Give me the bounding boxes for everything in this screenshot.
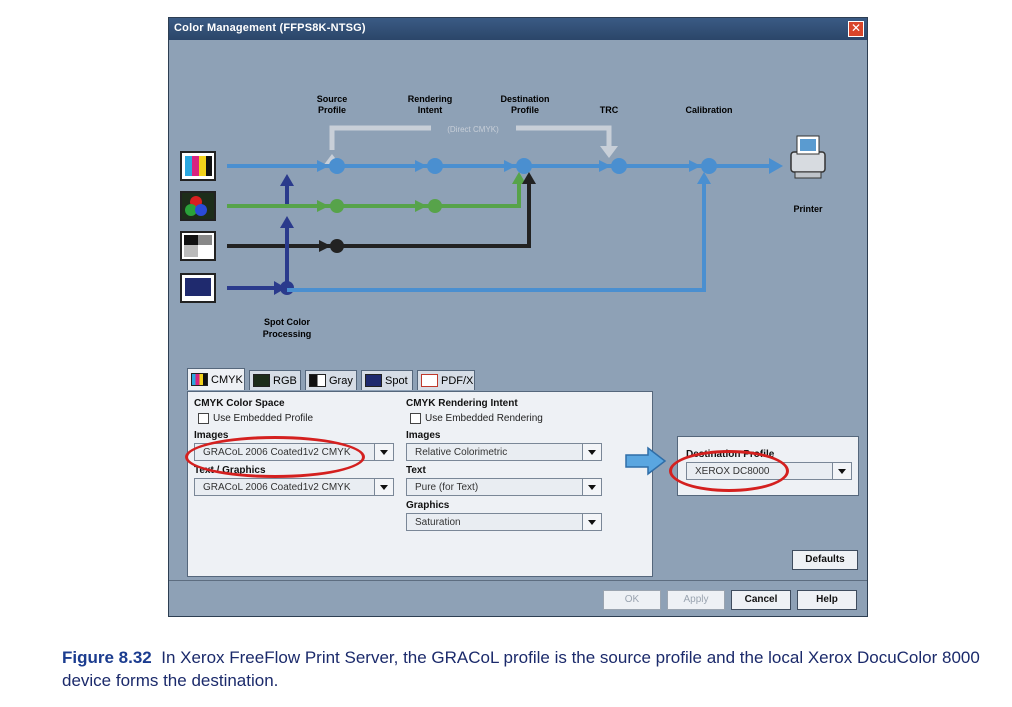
rgb-icon bbox=[253, 374, 270, 387]
spot-source-icon[interactable] bbox=[180, 273, 216, 303]
cmyk-source-icon[interactable] bbox=[180, 151, 216, 181]
images-source-highlight bbox=[185, 436, 365, 478]
gray-to-destination-path bbox=[337, 180, 531, 248]
intent-images-select[interactable]: Relative Colorimetric bbox=[406, 443, 602, 461]
text-graphics-source-select[interactable]: GRACoL 2006 Coated1v2 CMYK bbox=[194, 478, 394, 496]
direct-cmyk-label-bg bbox=[431, 122, 516, 134]
button-separator bbox=[169, 580, 867, 581]
cmyk-icon bbox=[191, 373, 208, 386]
stage-calibration-label: Calibration bbox=[685, 105, 732, 115]
intent-graphics-value: Saturation bbox=[415, 517, 461, 528]
spot-label-1: Spot Color bbox=[264, 317, 310, 327]
stage-source-label-2: Profile bbox=[318, 105, 346, 115]
tab-spot-label: Spot bbox=[385, 374, 408, 387]
intent-images-value: Relative Colorimetric bbox=[415, 447, 508, 458]
defaults-button[interactable]: Defaults bbox=[792, 550, 858, 570]
chevron-down-icon[interactable] bbox=[374, 444, 393, 460]
rgb-source-icon[interactable] bbox=[180, 191, 216, 221]
rendering-intent-heading: CMYK Rendering Intent bbox=[406, 398, 518, 409]
chevron-down-icon[interactable] bbox=[582, 479, 601, 495]
pdfx-icon bbox=[421, 374, 438, 387]
intent-graphics-label: Graphics bbox=[406, 500, 450, 511]
tab-cmyk-label: CMYK bbox=[211, 373, 243, 386]
intent-graphics-select[interactable]: Saturation bbox=[406, 513, 602, 531]
calibration-node bbox=[701, 158, 717, 174]
tab-spot[interactable]: Spot bbox=[361, 370, 413, 390]
rgb-source-node bbox=[330, 199, 344, 213]
use-embedded-profile-checkbox[interactable]: Use Embedded Profile bbox=[198, 413, 313, 424]
chevron-down-icon[interactable] bbox=[582, 514, 601, 530]
cmyk-destination-node bbox=[516, 158, 532, 174]
images-label: Images bbox=[194, 430, 229, 441]
gray-icon bbox=[309, 374, 326, 387]
cmyk-source-node bbox=[329, 158, 345, 174]
intent-text-select[interactable]: Pure (for Text) bbox=[406, 478, 602, 496]
intent-images-label: Images bbox=[406, 430, 441, 441]
color-flow-diagram: Source Profile Rendering Intent Destinat… bbox=[180, 94, 826, 339]
tab-pdfx[interactable]: PDF/X bbox=[417, 370, 475, 390]
chevron-down-icon[interactable] bbox=[582, 444, 601, 460]
title-bar: Color Management (FFPS8K-NTSG) ✕ bbox=[169, 18, 867, 40]
color-space-heading: CMYK Color Space bbox=[194, 398, 285, 409]
tab-gray-label: Gray bbox=[329, 374, 353, 387]
spot-icon bbox=[365, 374, 382, 387]
cancel-button[interactable]: Cancel bbox=[731, 590, 791, 610]
stage-trc-label: TRC bbox=[600, 105, 619, 115]
cmyk-rendering-node bbox=[427, 158, 443, 174]
text-graphics-source-value: GRACoL 2006 Coated1v2 CMYK bbox=[203, 482, 351, 493]
color-management-dialog: Color Management (FFPS8K-NTSG) ✕ Source … bbox=[168, 17, 868, 617]
direct-cmyk-label: (Direct CMYK) bbox=[447, 125, 499, 134]
figure-caption-text: In Xerox FreeFlow Print Server, the GRAC… bbox=[62, 648, 980, 690]
stage-source-label-1: Source bbox=[317, 94, 348, 104]
to-printer-arrow bbox=[769, 158, 783, 174]
destination-highlight bbox=[669, 450, 789, 492]
spot-label-2: Processing bbox=[263, 329, 312, 339]
right-arrow-icon bbox=[625, 446, 667, 476]
gray-source-icon[interactable] bbox=[180, 231, 216, 261]
tab-gray[interactable]: Gray bbox=[305, 370, 357, 390]
figure-caption: Figure 8.32 In Xerox FreeFlow Print Serv… bbox=[62, 646, 982, 692]
close-icon[interactable]: ✕ bbox=[848, 21, 864, 37]
printer-icon bbox=[790, 135, 826, 179]
tab-rgb-label: RGB bbox=[273, 374, 297, 387]
rgb-to-destination-path bbox=[435, 180, 521, 208]
apply-button[interactable]: Apply bbox=[667, 590, 725, 610]
intent-text-value: Pure (for Text) bbox=[415, 482, 479, 493]
direct-cmyk-arrow bbox=[600, 146, 618, 158]
printer-label: Printer bbox=[793, 204, 823, 214]
stage-rendering-label-1: Rendering bbox=[408, 94, 453, 104]
tab-cmyk[interactable]: CMYK bbox=[187, 368, 245, 390]
help-button[interactable]: Help bbox=[797, 590, 857, 610]
stage-destination-label-2: Profile bbox=[511, 105, 539, 115]
intent-text-label: Text bbox=[406, 465, 426, 476]
ok-button[interactable]: OK bbox=[603, 590, 661, 610]
tab-pdfx-label: PDF/X bbox=[441, 374, 474, 387]
stage-destination-label-1: Destination bbox=[500, 94, 549, 104]
window-title: Color Management (FFPS8K-NTSG) bbox=[174, 22, 366, 34]
chevron-down-icon[interactable] bbox=[832, 463, 851, 479]
chevron-down-icon[interactable] bbox=[374, 479, 393, 495]
use-embedded-profile-label: Use Embedded Profile bbox=[213, 413, 314, 424]
trc-node bbox=[611, 158, 627, 174]
use-embedded-rendering-label: Use Embedded Rendering bbox=[425, 413, 543, 424]
cmyk-settings-panel: CMYK Color Space Use Embedded Profile Im… bbox=[187, 391, 653, 577]
use-embedded-rendering-checkbox[interactable]: Use Embedded Rendering bbox=[410, 413, 543, 424]
tab-rgb[interactable]: RGB bbox=[249, 370, 301, 390]
figure-number: Figure 8.32 bbox=[62, 648, 152, 667]
spot-to-calibration-path bbox=[287, 180, 706, 292]
stage-rendering-label-2: Intent bbox=[418, 105, 443, 115]
